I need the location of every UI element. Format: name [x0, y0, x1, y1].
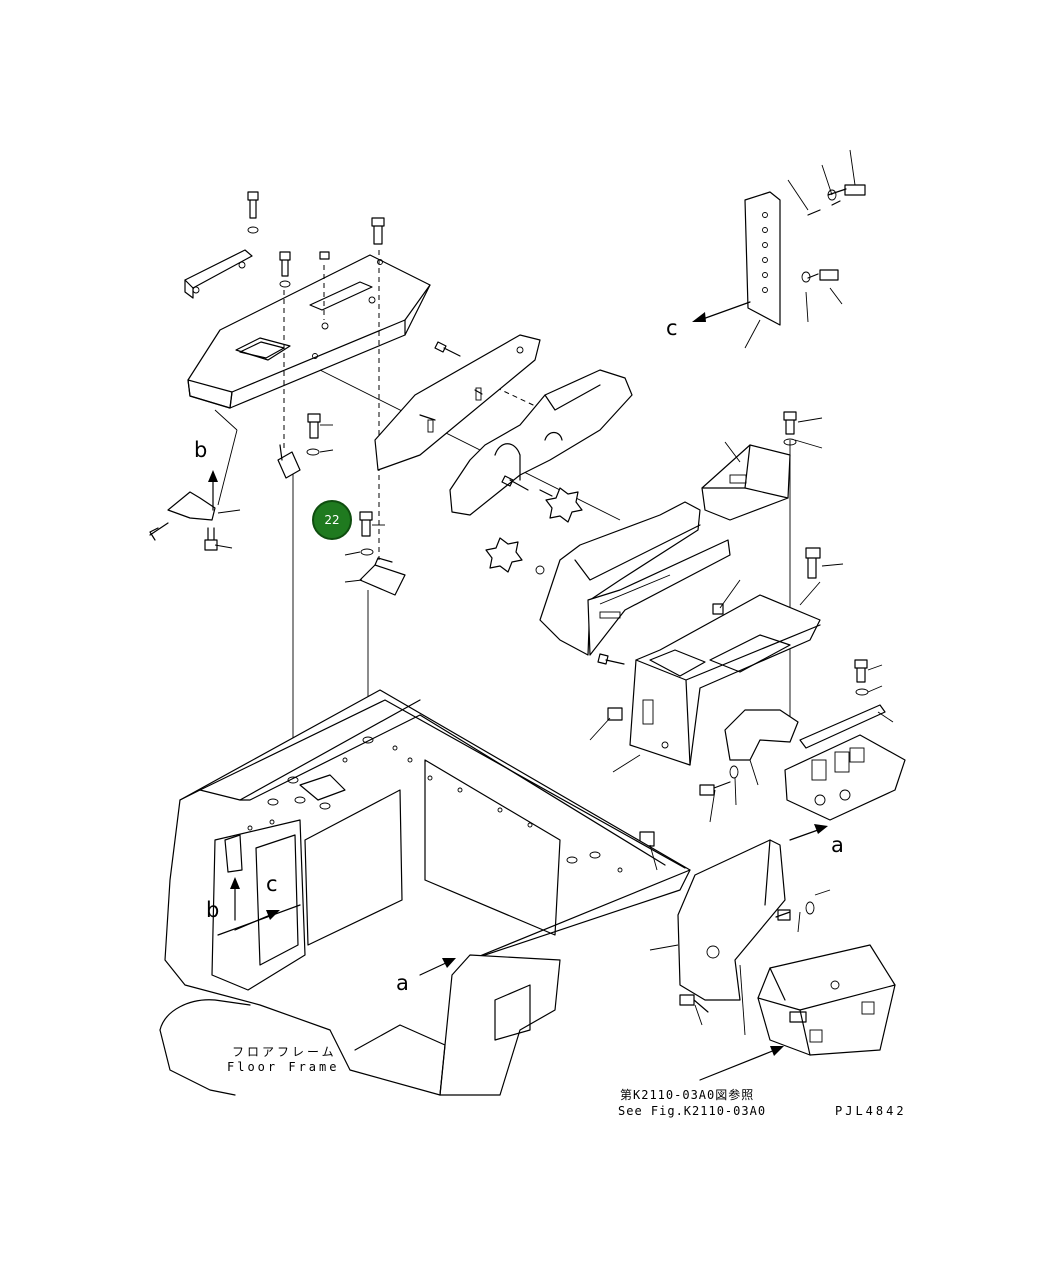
- callout-a-right: a: [831, 833, 844, 857]
- arm-bracket: [374, 334, 541, 471]
- mount-bracket-small: [359, 557, 406, 596]
- bolt-right-1: [783, 411, 797, 435]
- bolt-center-4: [359, 511, 373, 537]
- part-number-label: 22: [324, 513, 340, 527]
- callout-a-bottom: a: [396, 971, 409, 995]
- floor-frame: [159, 689, 691, 1096]
- callout-c-top: c: [666, 316, 678, 340]
- switch-panel: [784, 659, 906, 821]
- bolt-set-top-left: [247, 191, 385, 288]
- part-22-marker[interactable]: 22: [312, 500, 352, 540]
- star-knob-right: [539, 487, 583, 523]
- bolt-right-3: [805, 547, 821, 579]
- mount-bracket-upper: [277, 444, 301, 479]
- see-fig-jp-label: 第K2110-03A0図参照: [620, 1088, 755, 1102]
- floor-frame-en-label: Floor Frame: [227, 1060, 340, 1074]
- armrest-left: [449, 369, 633, 516]
- b-bracket: [149, 491, 218, 551]
- bolt-center-2: [501, 475, 529, 491]
- bolt-right-2: [597, 653, 625, 665]
- floor-frame-jp-label: フロアフレーム: [232, 1045, 337, 1059]
- lower-cover-plate: [677, 839, 815, 1001]
- drawing-id-label: PJL4842: [835, 1104, 907, 1118]
- bolt-center-1: [434, 341, 461, 357]
- star-knob-left: [485, 537, 545, 575]
- callout-c-lower: c: [266, 872, 278, 896]
- upper-console-cover: [187, 254, 431, 409]
- armrest-right: [539, 501, 731, 656]
- see-fig-en-label: See Fig.K2110-03A0: [618, 1104, 767, 1118]
- callout-b-top: b: [194, 438, 208, 462]
- bolt-center-3: [307, 413, 321, 439]
- control-box-right: [701, 444, 791, 521]
- electrical-box: [679, 944, 896, 1056]
- callout-b-lower: b: [206, 898, 220, 922]
- leader-lines: [214, 149, 894, 1036]
- side-plate: [744, 184, 866, 326]
- right-mount-bracket: [699, 709, 799, 796]
- top-left-bracket: [184, 249, 253, 299]
- right-console-frame: [629, 594, 821, 766]
